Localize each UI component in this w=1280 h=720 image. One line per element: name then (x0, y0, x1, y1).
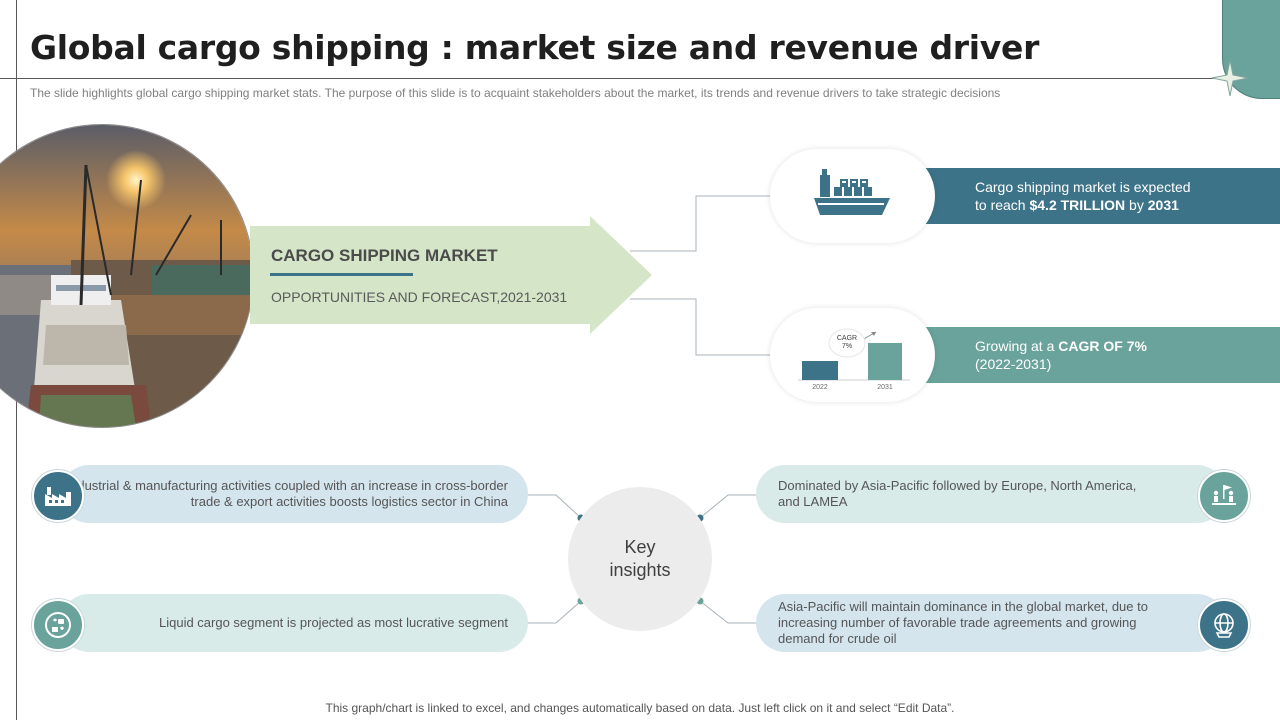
market-size-value: $4.2 TRILLION (1029, 197, 1126, 213)
globe-cart-icon (1198, 599, 1250, 651)
liquid-cargo-icon (32, 599, 84, 651)
cagr-bubble (828, 328, 866, 358)
cagr-stat: Growing at a CAGR OF 7% (2022-2031) (925, 327, 1280, 383)
cagr-annotation-label: CAGR (837, 335, 857, 342)
tick-label-2031: 2031 (877, 384, 893, 391)
insight-text: Industrial & manufacturing activities co… (66, 478, 509, 509)
cargo-port-photo (0, 124, 254, 428)
market-size-prefix: to reach (975, 197, 1030, 213)
sparkle-icon (1211, 59, 1249, 97)
ship-icon-card (770, 149, 935, 243)
market-arrow-banner (250, 216, 652, 334)
cagr-value: CAGR OF 7% (1058, 338, 1147, 354)
market-size-stat: Cargo shipping market is expected to rea… (925, 168, 1280, 224)
key-insights-line1: Key (624, 537, 656, 557)
cargo-ship-icon (814, 169, 890, 215)
growth-arrowhead (871, 332, 876, 336)
market-title: CARGO SHIPPING MARKET (271, 246, 498, 265)
market-subtitle: OPPORTUNITIES AND FORECAST,2021-2031 (271, 289, 568, 305)
market-size-year: 2031 (1147, 197, 1179, 213)
insight-liquid-cargo: Liquid cargo segment is projected as mos… (60, 594, 528, 652)
key-insights-hub: Key insights (568, 487, 712, 631)
tick-label-2022: 2022 (812, 384, 828, 391)
page-subtitle: The slide highlights global cargo shippi… (30, 86, 1001, 100)
market-size-mid: by (1125, 197, 1148, 213)
insight-trade-agreements: Asia-Pacific will maintain dominance in … (756, 594, 1226, 652)
bar-2022 (802, 361, 838, 380)
insight-text: Liquid cargo segment is projected as mos… (158, 615, 508, 630)
page-title: Global cargo shipping : market size and … (30, 28, 1040, 67)
bar-2031 (868, 343, 902, 380)
insight-china: Industrial & manufacturing activities co… (60, 465, 528, 523)
cagr-prefix: Growing at a (975, 338, 1059, 354)
market-size-line1: Cargo shipping market is expected (975, 179, 1191, 195)
people-flag-icon (1198, 470, 1250, 522)
insight-asia-pacific-dominance: Dominated by Asia-Pacific followed by Eu… (756, 465, 1226, 523)
insight-text: Asia-Pacific will maintain dominance in … (778, 599, 1148, 646)
factory-icon (32, 470, 84, 522)
cagr-bar-chart: 2022 2031 CAGR 7% (798, 328, 910, 391)
insight-text: Dominated by Asia-Pacific followed by Eu… (778, 478, 1137, 509)
cagr-annotation-value: 7% (842, 343, 852, 350)
header-divider (0, 78, 1228, 79)
cagr-chart-card: 2022 2031 CAGR 7% (770, 308, 935, 402)
cagr-years: (2022-2031) (975, 356, 1052, 372)
market-title-underline (270, 273, 413, 276)
footer-note: This graph/chart is linked to excel, and… (325, 701, 955, 715)
key-insights-line2: insights (609, 560, 671, 580)
